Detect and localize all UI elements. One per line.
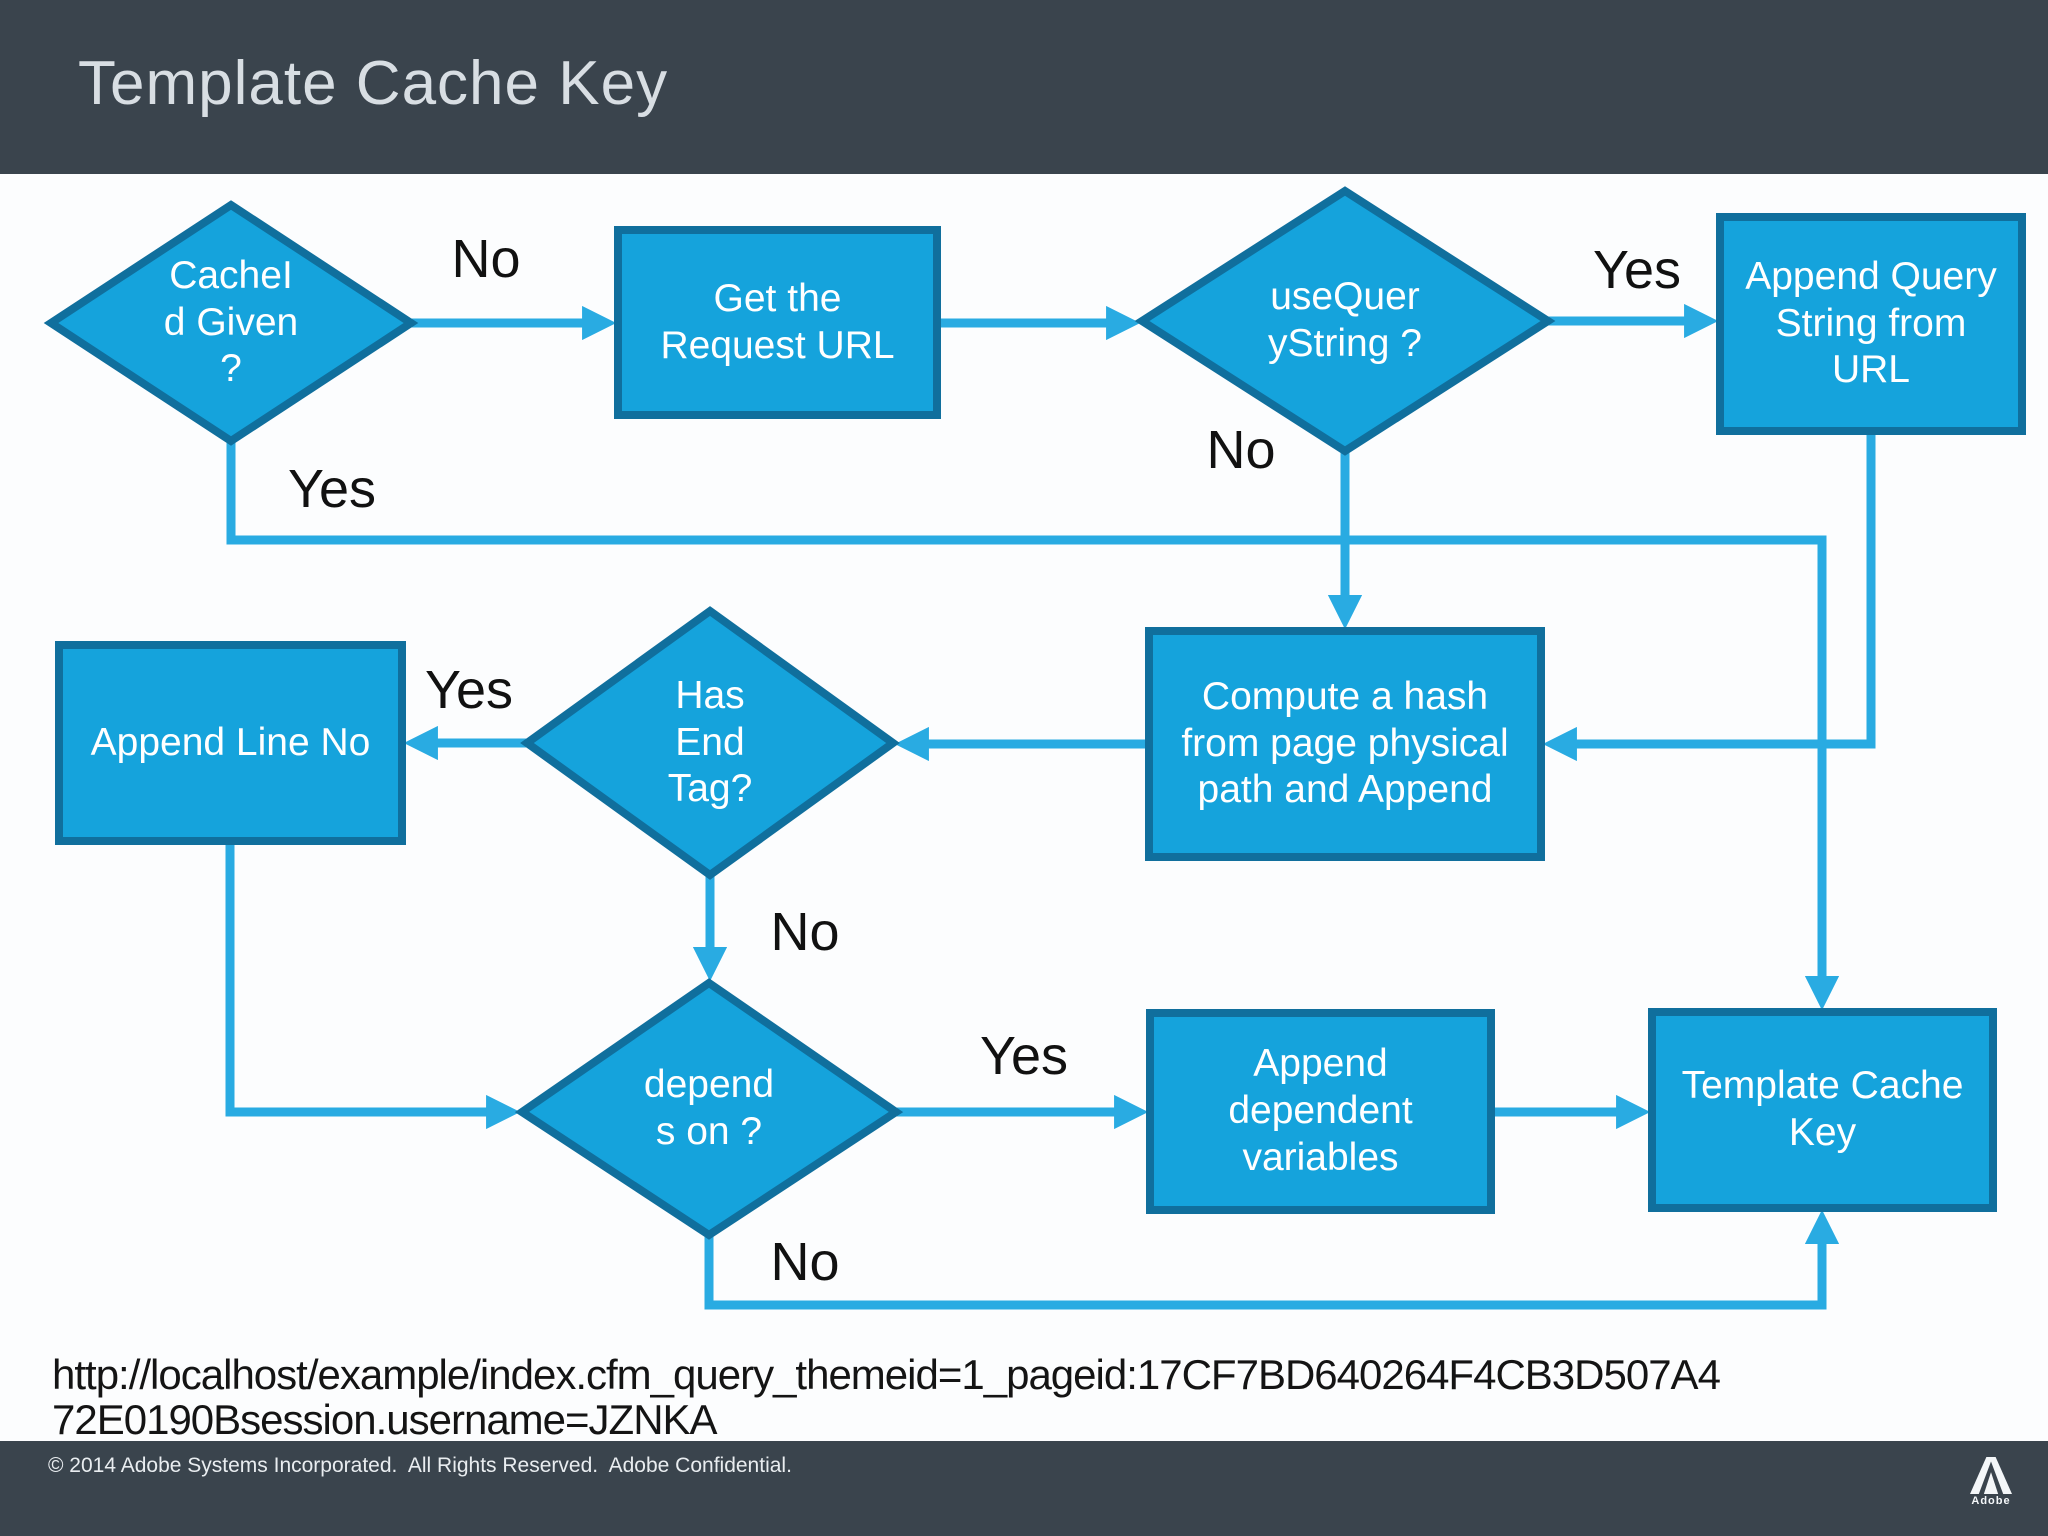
node-compute-hash — [1145, 627, 1545, 861]
node-cacheid-given — [43, 200, 419, 446]
slide-header: Template Cache Key — [0, 0, 2048, 174]
example-url-line2: 72E0190Bsession.username=JZNKA — [52, 1396, 718, 1443]
example-url-text: http://localhost/example/index.cfm_query… — [52, 1352, 2012, 1442]
node-append-dependent-variables — [1146, 1009, 1495, 1214]
node-append-query-string — [1716, 213, 2026, 435]
adobe-logo: Adobe — [1968, 1457, 2014, 1507]
node-append-line-no — [55, 641, 406, 845]
slide-title: Template Cache Key — [78, 48, 669, 118]
node-has-end-tag — [520, 606, 900, 880]
example-url-line1: http://localhost/example/index.cfm_query… — [52, 1351, 1721, 1398]
adobe-logo-icon — [1970, 1457, 2012, 1494]
edge-cacheid-yes-path — [226, 435, 1840, 1011]
copyright-text: © 2014 Adobe Systems Incorporated. All R… — [48, 1454, 792, 1477]
node-get-request-url — [614, 226, 941, 419]
adobe-logo-text: Adobe — [1971, 1495, 2011, 1507]
node-template-cache-key — [1648, 1008, 1997, 1212]
node-use-query-string — [1134, 186, 1556, 456]
edge-dependson-no-path — [704, 1209, 1840, 1310]
slide-footer: © 2014 Adobe Systems Incorporated. All R… — [0, 1441, 2048, 1536]
node-depends-on — [514, 978, 904, 1240]
edge-appendquery-to-compute — [1542, 431, 1876, 762]
edge-appendlineno-to-dependson — [225, 841, 521, 1130]
